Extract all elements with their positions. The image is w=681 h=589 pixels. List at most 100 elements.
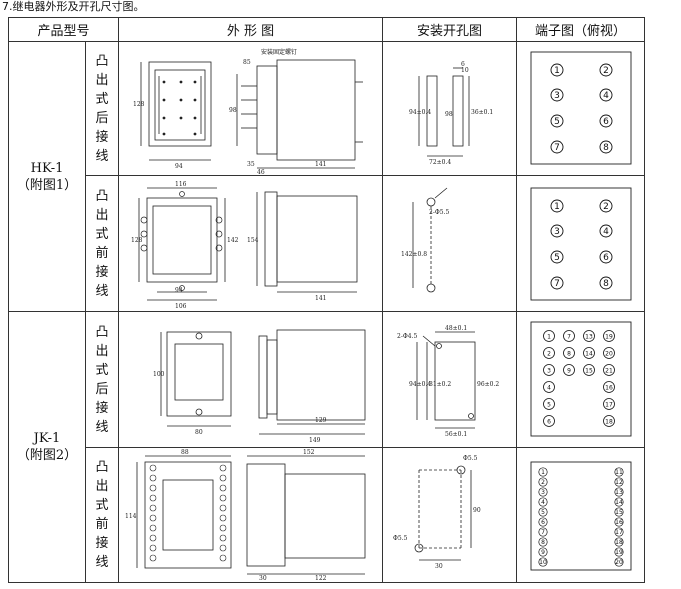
dim-label: 80 (195, 429, 203, 436)
terminal-number: 6 (541, 519, 545, 526)
terminal-number: 18 (615, 539, 623, 546)
cutout-hk1-front: 2-Φ5.5 142±0.8 (382, 175, 517, 312)
dim-label: 116 (175, 181, 187, 188)
dim-label: 56±0.1 (445, 431, 467, 438)
terminal-number: 11 (615, 469, 623, 476)
cutout-drawing: 6 10 98 72±0.4 94±0.4 36±0.1 (409, 61, 493, 166)
cutout-drawing: Φ5.5 Φ5.5 30 90 (393, 455, 481, 570)
terminal-number: 6 (603, 117, 609, 127)
outline-hk1-front: 116 94 106 128 142 154 141 (118, 175, 383, 312)
header-terminal: 端子图（俯视） (516, 17, 645, 42)
dim-label: 6 (461, 61, 465, 68)
dim-label: 141 (315, 295, 326, 302)
terminal-number: 17 (615, 529, 623, 536)
terminal-number: 13 (585, 334, 593, 341)
terminal-number: 8 (603, 279, 609, 289)
model-name: HK-1 (30, 160, 64, 176)
terminal-drawing: 1 2 3 4 5 6 7 8 (530, 51, 632, 165)
caption: 7.继电器外形及开孔尺寸图。 (2, 0, 145, 13)
terminal-number: 5 (547, 402, 551, 409)
terminal-number: 6 (603, 253, 609, 263)
header-outline: 外 形 图 (118, 17, 383, 42)
dim-label: 85 (243, 59, 251, 66)
outline-drawing: 94 128 98 85 安装固定螺钉 141 46 35 (133, 48, 363, 175)
terminal-number: 1 (554, 202, 560, 212)
dim-label: Φ5.5 (463, 455, 478, 462)
terminal-number: 7 (554, 279, 560, 289)
outline-hk1-rear: 94 128 98 85 安装固定螺钉 141 46 35 (118, 41, 383, 176)
terminal-number: 20 (615, 559, 623, 566)
dim-label: 128 (133, 101, 145, 108)
model-ref: （附图1） (16, 177, 78, 193)
dim-label: 128 (131, 237, 143, 244)
outline-drawing: 88 114 152 30 122 (125, 449, 366, 582)
terminal-number: 12 (615, 479, 623, 486)
dim-label: Φ5.5 (393, 535, 408, 542)
terminal-number: 15 (585, 368, 593, 375)
cutout-hk1-rear: 6 10 98 72±0.4 94±0.4 36±0.1 (382, 41, 517, 176)
header-model: 产品型号 (8, 17, 119, 42)
terminal-number: 9 (567, 368, 571, 375)
terminal-number: 2 (603, 66, 609, 76)
mount-type-front: 凸出式前接线 (85, 175, 119, 312)
terminal-drawing: 1 2 3 4 5 6 7 8 (530, 187, 632, 301)
dim-label: 129 (315, 417, 327, 424)
terminal-number: 8 (541, 539, 545, 546)
terminal-number: 13 (615, 489, 623, 496)
terminal-number: 8 (567, 351, 571, 358)
terminal-number: 2 (547, 351, 551, 358)
terminal-number: 3 (547, 368, 551, 375)
dim-label: 152 (303, 449, 315, 456)
terminal-number: 3 (554, 91, 560, 101)
terminal-number: 1 (541, 469, 545, 476)
terminal-number: 4 (547, 385, 551, 392)
mount-type-rear: 凸出式后接线 (85, 311, 119, 448)
model-hk1: HK-1 （附图1） (8, 41, 86, 312)
terminal-number: 1 (547, 334, 551, 341)
dim-label: 46 (257, 169, 265, 175)
dim-label: 2-Φ5.5 (429, 209, 449, 216)
dim-label: 96±0.2 (477, 381, 499, 388)
terminal-number: 14 (585, 351, 593, 358)
mount-type-rear: 凸出式后接线 (85, 41, 119, 176)
outline-drawing: 100 80 129 149 (153, 329, 366, 444)
terminal-number: 19 (615, 549, 623, 556)
model-jk1: JK-1 （附图2） (8, 311, 86, 583)
terminal-number: 18 (605, 419, 613, 426)
terminal-number: 5 (554, 253, 560, 263)
dim-label: 98 (445, 111, 453, 118)
model-ref: （附图2） (16, 448, 78, 463)
terminal-number: 3 (554, 227, 560, 237)
terminal-number: 20 (605, 351, 613, 358)
terminal-number: 14 (615, 499, 623, 506)
dim-label: 30 (259, 575, 267, 582)
terminal-number: 9 (541, 549, 545, 556)
dim-label: 35 (247, 161, 255, 168)
terminal-number: 16 (615, 519, 623, 526)
dim-label: 10 (461, 67, 469, 74)
terminal-number: 2 (541, 479, 545, 486)
terminal-number: 4 (541, 499, 545, 506)
cutout-drawing: 2-Φ4.5 48±0.1 81±0.2 94±0.4 56±0.1 96±0.… (397, 325, 499, 438)
outline-drawing: 116 94 106 128 142 154 141 (131, 181, 358, 310)
dim-label: 98 (229, 107, 237, 114)
terminal-number: 1 (554, 66, 560, 76)
dim-label: 48±0.1 (445, 325, 467, 332)
terminal-number: 2 (603, 202, 609, 212)
terminal-number: 3 (541, 489, 545, 496)
dim-label: 122 (315, 575, 327, 582)
dim-label: 100 (153, 371, 165, 378)
terminal-number: 16 (605, 385, 613, 392)
terminal-number: 7 (541, 529, 545, 536)
cutout-drawing: 2-Φ5.5 142±0.8 (401, 187, 449, 293)
dim-label: 94 (175, 163, 183, 170)
dim-label: 90 (473, 507, 481, 514)
dim-label: 106 (175, 303, 187, 310)
dim-label: 142±0.8 (401, 251, 427, 258)
mount-type-front: 凸出式前接线 (85, 447, 119, 583)
dim-label: 81±0.2 (429, 381, 451, 388)
outline-jk1-rear: 100 80 129 149 (118, 311, 383, 448)
